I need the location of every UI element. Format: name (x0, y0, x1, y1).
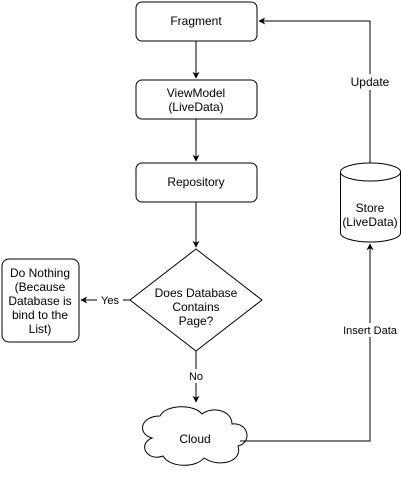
do-nothing-label-line2: (Because (15, 280, 66, 294)
store-label-line1: Store (356, 201, 385, 215)
viewmodel-label-line1: ViewModel (167, 86, 225, 100)
edge-cloud-to-store (240, 243, 374, 442)
edge-label-update: Update (351, 75, 390, 89)
edge-label-no: No (189, 371, 203, 383)
decision-label-line1: Does Database (155, 286, 238, 300)
edge-label-yes: Yes (101, 295, 119, 307)
store-node: Store (LiveData) (340, 162, 401, 243)
fragment-node: Fragment (135, 1, 258, 42)
cloud-label: Cloud (179, 432, 210, 446)
do-nothing-node: Do Nothing (Because Database is bind to … (1, 258, 80, 343)
decision-node: Does Database Contains Page? (129, 248, 263, 352)
store-label-line2: (LiveData) (342, 215, 397, 229)
repository-node: Repository (135, 162, 258, 203)
do-nothing-label-line5: List) (29, 322, 52, 336)
do-nothing-label-line4: bind to the (12, 308, 68, 322)
decision-label-line2: Contains (172, 300, 219, 314)
do-nothing-label-line1: Do Nothing (10, 266, 70, 280)
repository-label: Repository (167, 175, 224, 189)
decision-label-line3: Page? (179, 314, 214, 328)
cloud-node: Cloud (142, 406, 248, 466)
viewmodel-node: ViewModel (LiveData) (135, 79, 258, 120)
edge-label-insert-data: Insert Data (343, 325, 398, 337)
do-nothing-label-line3: Database is (8, 294, 71, 308)
fragment-label: Fragment (170, 14, 222, 28)
viewmodel-label-line2: (LiveData) (168, 100, 223, 114)
edge-store-to-fragment (258, 17, 371, 163)
